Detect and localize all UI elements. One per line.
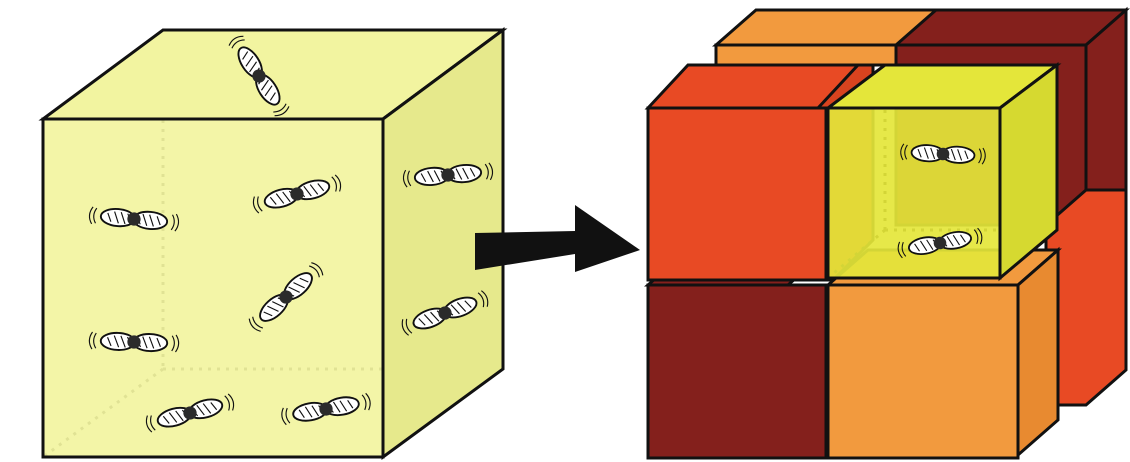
right-arrow xyxy=(475,205,640,272)
left-cube xyxy=(38,27,508,460)
highlighted-yellow-cube xyxy=(823,61,1062,282)
front-left-top-cube xyxy=(644,63,877,282)
right-cube-assembly xyxy=(644,6,1130,460)
front-right-bottom-cube xyxy=(824,246,1062,460)
